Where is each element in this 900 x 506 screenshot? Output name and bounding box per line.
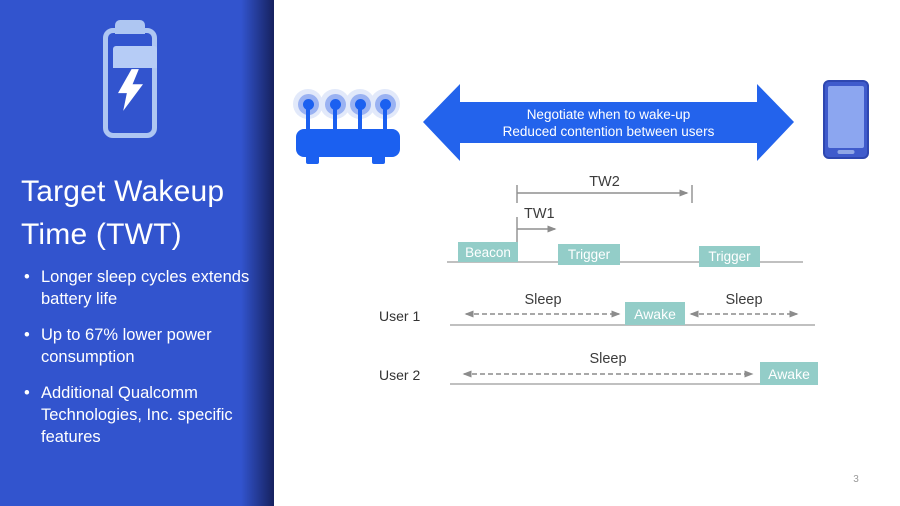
- user1-label: User 1: [379, 308, 421, 324]
- arrow-caption-line1: Negotiate when to wake-up: [526, 106, 691, 122]
- antenna-stem: [306, 107, 310, 133]
- tw1-label: TW1: [524, 206, 555, 222]
- router-foot: [306, 155, 319, 164]
- battery-body: [103, 28, 157, 138]
- tw2-label: TW2: [589, 174, 620, 190]
- router-icon: [292, 85, 404, 167]
- page-number: 3: [853, 474, 859, 485]
- antenna-stem: [383, 107, 387, 133]
- arrow-caption-line2: Reduced contention between users: [502, 123, 715, 139]
- arrow-caption: Negotiate when to wake-up Reduced conten…: [460, 102, 757, 143]
- bullet-item: Additional Qualcomm Technologies, Inc. s…: [24, 382, 262, 448]
- router-foot: [372, 155, 385, 164]
- double-headed-arrow: Negotiate when to wake-up Reduced conten…: [423, 84, 794, 161]
- slide-title: Target Wakeup Time (TWT): [21, 170, 266, 256]
- sleep-label: Sleep: [725, 292, 763, 308]
- bullet-list: Longer sleep cycles extends battery life…: [24, 266, 262, 462]
- beacon-box: Beacon: [458, 242, 518, 262]
- phone-icon: [823, 80, 869, 159]
- sleep-label: Sleep: [524, 292, 562, 308]
- phone-home-bar: [837, 150, 855, 154]
- antenna-tip-icon: [379, 98, 391, 110]
- antenna-tip-icon: [329, 98, 341, 110]
- antenna-stem: [358, 107, 362, 133]
- router-body: [296, 129, 400, 157]
- battery-charge-level: [113, 46, 157, 68]
- user2-label: User 2: [379, 367, 421, 383]
- slide-title-line1: Target Wakeup: [21, 175, 225, 208]
- slide-title-line2: Time (TWT): [21, 218, 182, 251]
- battery-icon: [103, 20, 157, 138]
- antenna-tip-icon: [354, 98, 366, 110]
- lightning-bolt-icon: [118, 69, 143, 111]
- bullet-item: Longer sleep cycles extends battery life: [24, 266, 262, 310]
- awake-box: Awake: [760, 362, 818, 385]
- sleep-label: Sleep: [589, 351, 627, 367]
- phone-screen: [828, 86, 864, 148]
- trigger-box: Trigger: [558, 244, 620, 265]
- sidebar: Target Wakeup Time (TWT) Longer sleep cy…: [0, 0, 274, 506]
- trigger-box: Trigger: [699, 246, 760, 267]
- antenna-stem: [333, 107, 337, 133]
- antenna-tip-icon: [302, 98, 314, 110]
- bullet-item: Up to 67% lower power consumption: [24, 324, 262, 368]
- awake-box: Awake: [625, 302, 685, 325]
